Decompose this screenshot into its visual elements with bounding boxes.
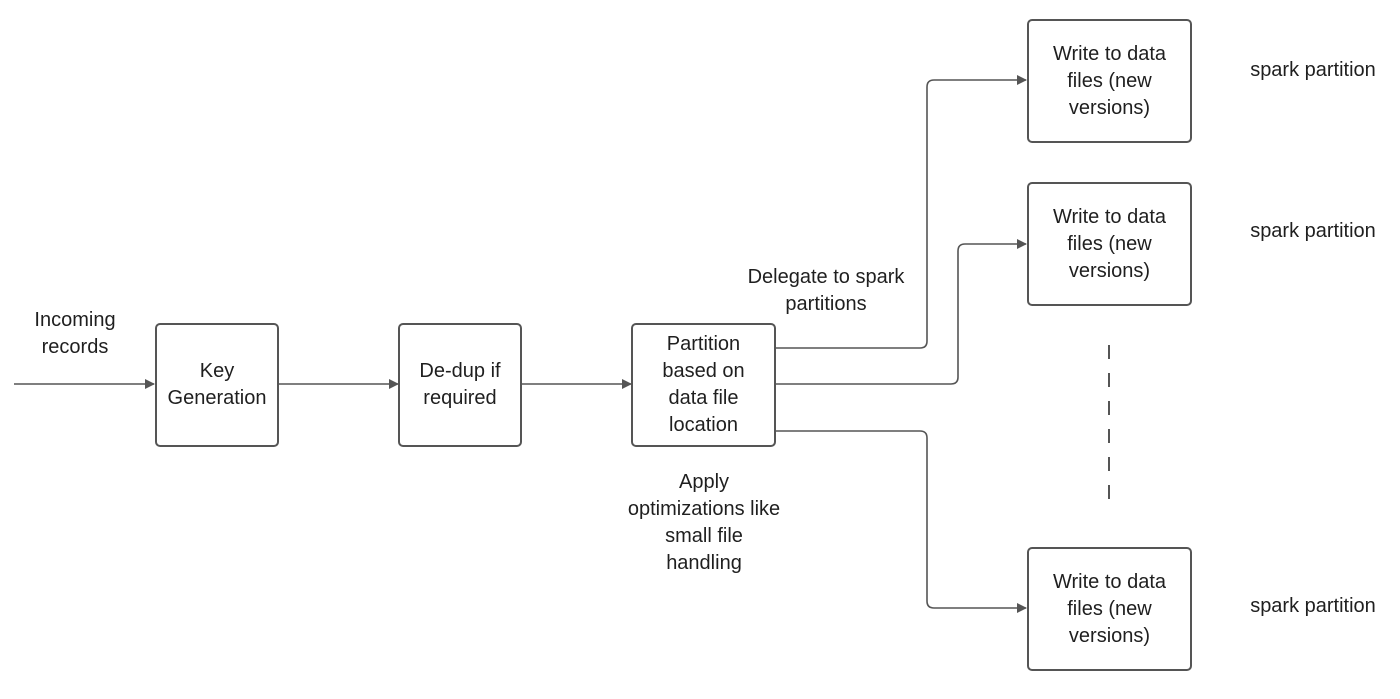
write-files-box-1: Write to data files (new versions)	[1027, 19, 1192, 143]
spark-partition-label-2: spark partition	[1250, 220, 1376, 242]
partition-box: Partition based on data file location	[631, 323, 776, 447]
spark-partition-label-1: spark partition	[1250, 59, 1376, 81]
apply-optimizations-label: Apply optimizations like small file hand…	[627, 471, 781, 574]
write-files-box-3: Write to data files (new versions)	[1027, 547, 1192, 671]
write-files-box-2: Write to data files (new versions)	[1027, 182, 1192, 306]
incoming-records-label: Incoming records	[34, 309, 116, 358]
arrow-partition-to-write-1	[776, 75, 1027, 349]
delegate-label: Delegate to spark partitions	[747, 266, 905, 315]
arrow-partition-to-write-3	[776, 430, 1027, 613]
dedup-box: De-dup if required	[398, 323, 522, 447]
spark-partition-label-3: spark partition	[1250, 595, 1376, 617]
key-generation-box: Key Generation	[155, 323, 279, 447]
arrow-partition-to-write-2	[776, 239, 1027, 385]
